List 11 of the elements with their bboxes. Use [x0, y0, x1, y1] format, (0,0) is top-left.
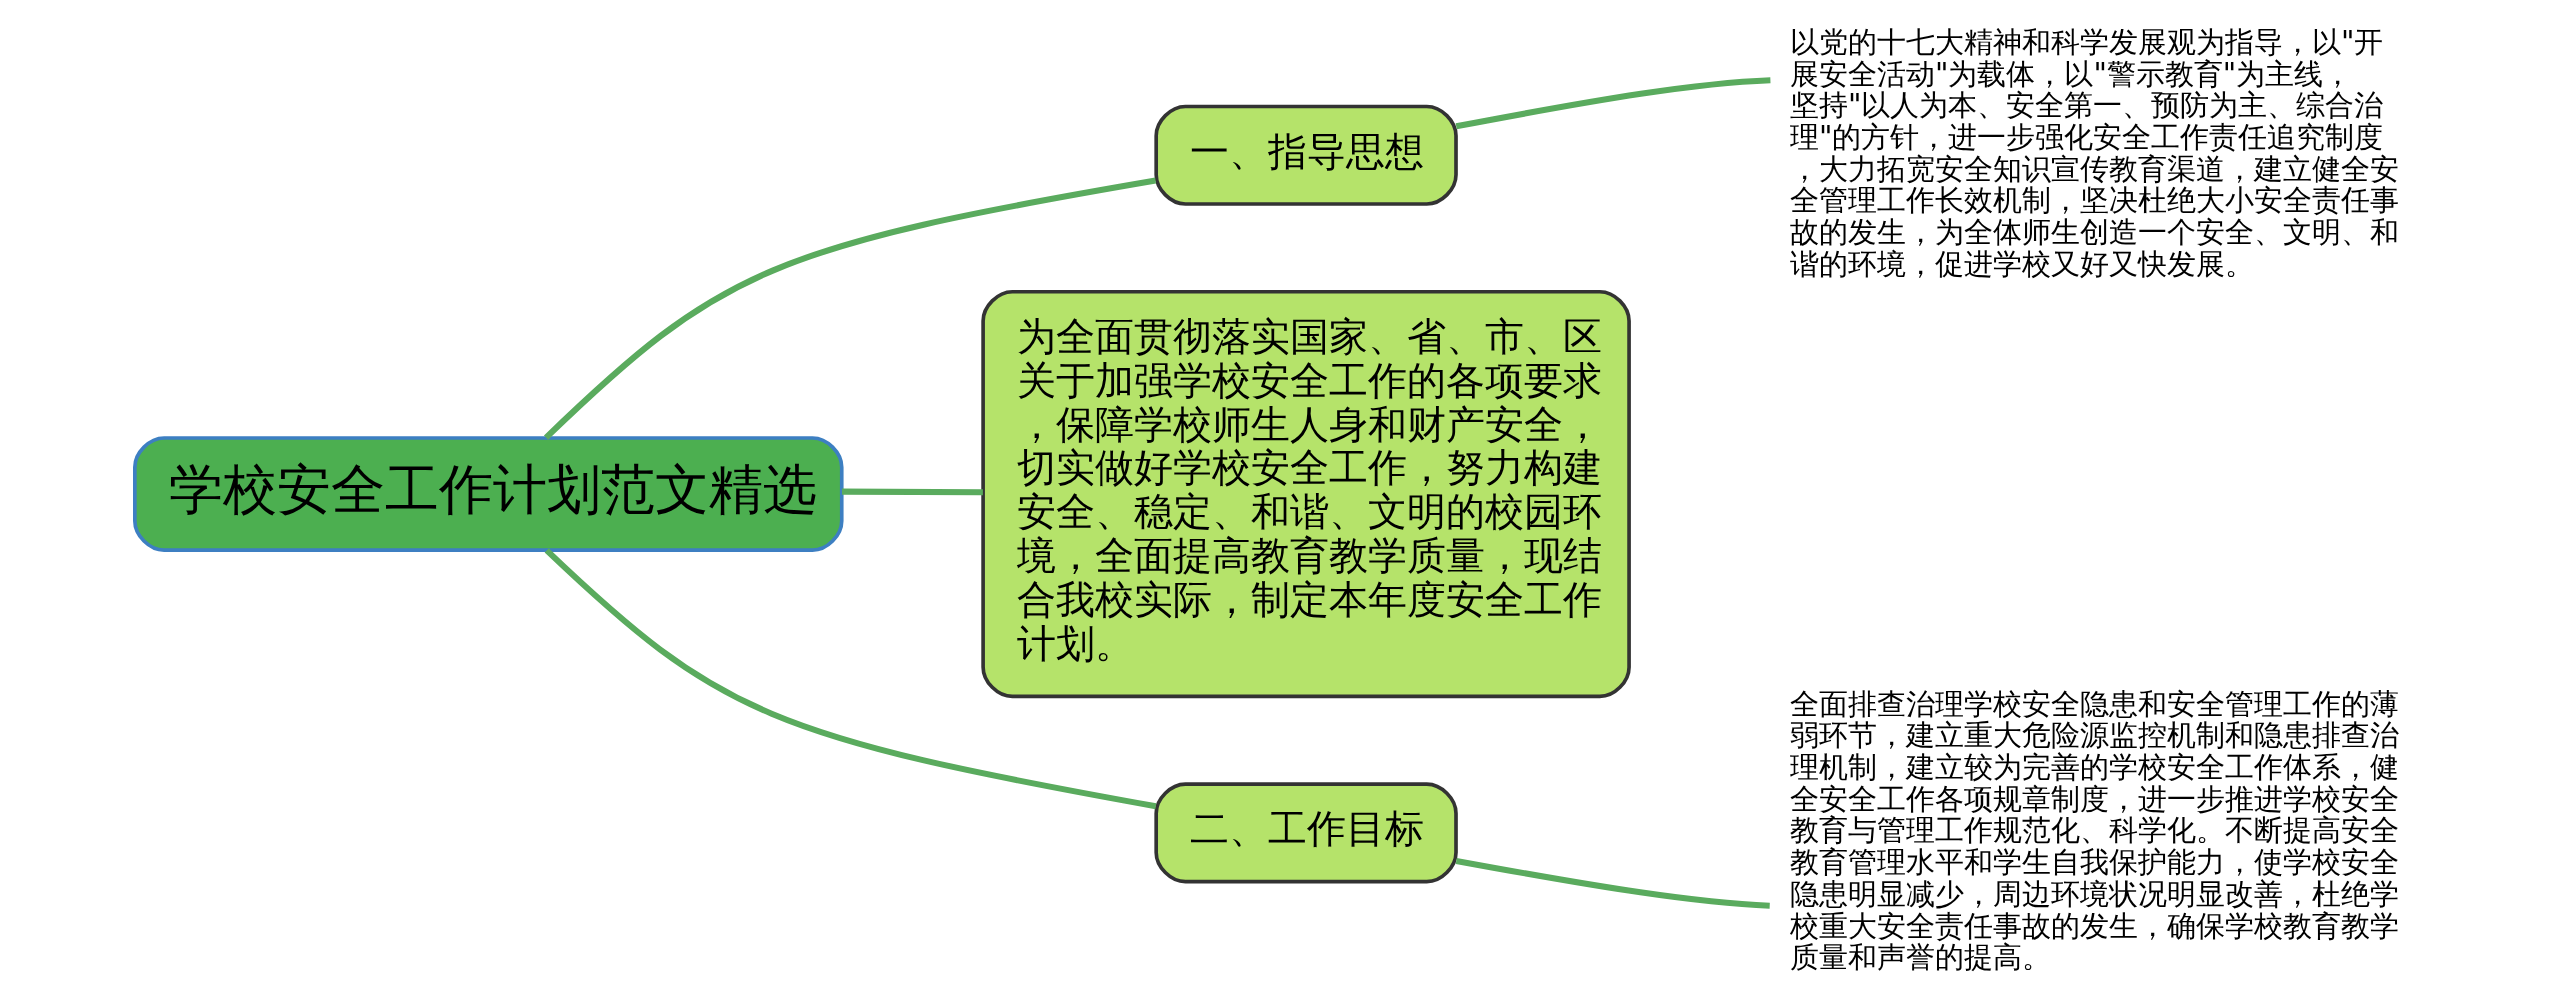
connector: [1455, 857, 1770, 909]
connector: [543, 177, 1156, 440]
node-box: 一、指导思想: [1153, 104, 1458, 206]
node-text: 以党的十七大精神和科学发展观为指导，以"开展安全活动"为载体，以"警示教育"为主线，坚持"以人为本、安全第一、预防为主、综合治理"的方针，进一步强化安全工作责任追究制度，大力拓宽安全知识宣传教育渠道，建立健全安全管理工作长效机制，坚决杜绝大小安全责任事故的发生，为全体师生创造一个安全、文明、和谐的环境，促进学校又好又快发展。: [1789, 24, 2399, 281]
connector: [841, 488, 983, 495]
node-box: 为全面贯彻落实国家、省、市、区关于加强学校安全工作的各项要求，保障学校师生人身和财产安全，切实做好学校安全工作，努力构建安全、稳定、和谐、文明的校园环境，全面提高教育教学质量，现结合我校实际，制定本年度安全工作计划。: [980, 289, 1631, 698]
node-box: 二、工作目标: [1153, 781, 1458, 883]
node-box: 学校安全工作计划范文精选: [132, 435, 844, 552]
node-text: 全面排查治理学校安全隐患和安全管理工作的薄弱环节，建立重大危险源监控机制和隐患排查治理机制，建立较为完善的学校安全工作体系，健全安全工作各项规章制度，进一步推进学校安全教育与管理工作规范化、科学化。不断提高安全教育管理水平和学生自我保护能力，使学校安全隐患明显减少，周边环境状况明显改善，杜绝学校重大安全责任事故的发生，确保学校教育教学质量和声誉的提高。: [1789, 686, 2399, 974]
connector: [544, 547, 1156, 809]
connector: [1455, 76, 1771, 129]
